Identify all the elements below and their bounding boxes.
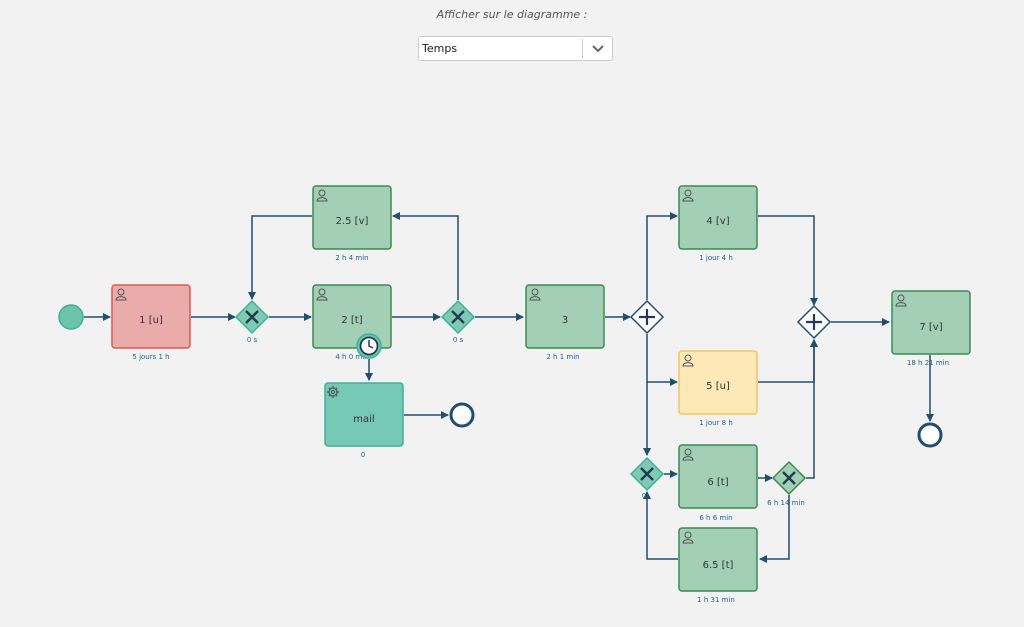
task-label: 5 [u]: [706, 381, 730, 392]
task-label: 6.5 [t]: [703, 560, 734, 571]
task-label: 2.5 [v]: [336, 216, 369, 227]
gateway-metric: 0: [642, 492, 646, 500]
task-metric: 1 h 31 min: [697, 596, 735, 604]
task-metric: 1 jour 4 h: [699, 254, 733, 262]
flow-gw6-to-task6-5: [759, 495, 790, 563]
start-event[interactable]: [58, 304, 84, 330]
end-event-main[interactable]: [917, 422, 943, 448]
plus-icon: [639, 309, 655, 325]
gateway-metric: 0 s: [453, 336, 464, 344]
task-metric: 6 h 6 min: [699, 514, 732, 522]
timer-boundary-event[interactable]: [356, 333, 382, 359]
task-6-5[interactable]: 6.5 [t] 1 h 31 min: [678, 527, 758, 604]
x-icon: [451, 310, 465, 324]
exclusive-gateway-1[interactable]: [234, 299, 270, 335]
parallel-gateway-join[interactable]: [796, 304, 832, 340]
task-metric: 18 h 21 min: [907, 359, 949, 367]
task-6[interactable]: 6 [t] 6 h 6 min: [678, 444, 758, 522]
task-2[interactable]: 2 [t] 4 h 0 min: [312, 284, 392, 361]
task-metric: 2 h 1 min: [546, 353, 579, 361]
flow-gw2-to-task2-5: [392, 212, 459, 300]
gear-icon: [327, 386, 339, 398]
end-event-mail[interactable]: [449, 402, 475, 428]
flow-task2-5-to-gw1: [248, 215, 312, 300]
gateway-metric: 6 h 14 min: [767, 499, 805, 507]
diagram-display-caption: Afficher sur le diagramme :: [436, 8, 588, 21]
x-icon: [640, 467, 654, 481]
task-label: 4 [v]: [706, 216, 729, 227]
task-3[interactable]: 3 2 h 1 min: [525, 284, 605, 361]
flow-task4-to-gw4: [758, 215, 818, 306]
task-metric: 0: [361, 451, 365, 459]
task-7[interactable]: 7 [v] 18 h 21 min: [891, 290, 971, 367]
task-label: 7 [v]: [919, 322, 942, 333]
flow-gw6-to-gw4: [806, 339, 818, 479]
parallel-gateway-split[interactable]: [629, 299, 665, 335]
task-label: mail: [353, 414, 374, 425]
plus-icon: [806, 314, 822, 330]
exclusive-gateway-5[interactable]: [629, 456, 665, 492]
task-metric: 2 h 4 min: [335, 254, 368, 262]
exclusive-gateway-6[interactable]: [771, 460, 807, 496]
task-label: 2 [t]: [341, 315, 362, 326]
x-icon: [782, 471, 796, 485]
gateway-metric: 0 s: [247, 336, 258, 344]
chevron-down-icon[interactable]: [592, 44, 604, 53]
task-1[interactable]: 1 [u] 5 jours 1 h: [111, 284, 191, 361]
task-label: 1 [u]: [139, 315, 163, 326]
task-metric: 4 h 0 min: [335, 353, 368, 361]
display-metric-select[interactable]: Temps: [418, 36, 613, 61]
task-metric: 1 jour 8 h: [699, 419, 733, 427]
flow-gw3-to-task4: [646, 212, 678, 300]
display-metric-value: Temps: [422, 42, 458, 55]
task-label: 3: [562, 315, 568, 326]
task-2-5[interactable]: 2.5 [v] 2 h 4 min: [312, 185, 392, 262]
sequence-flows: [84, 212, 934, 563]
flow-task6-5-to-gw5: [643, 491, 678, 560]
select-separator: [582, 39, 583, 58]
x-icon: [245, 310, 259, 324]
task-label: 6 [t]: [707, 477, 728, 488]
task-5[interactable]: 5 [u] 1 jour 8 h: [678, 350, 758, 427]
task-4[interactable]: 4 [v] 1 jour 4 h: [678, 185, 758, 262]
task-metric: 5 jours 1 h: [132, 353, 169, 361]
flow-task5-to-gw4: [758, 339, 818, 383]
exclusive-gateway-2[interactable]: [440, 299, 476, 335]
task-mail[interactable]: mail 0: [324, 382, 404, 459]
flow-gw3-to-task5: [646, 334, 678, 386]
